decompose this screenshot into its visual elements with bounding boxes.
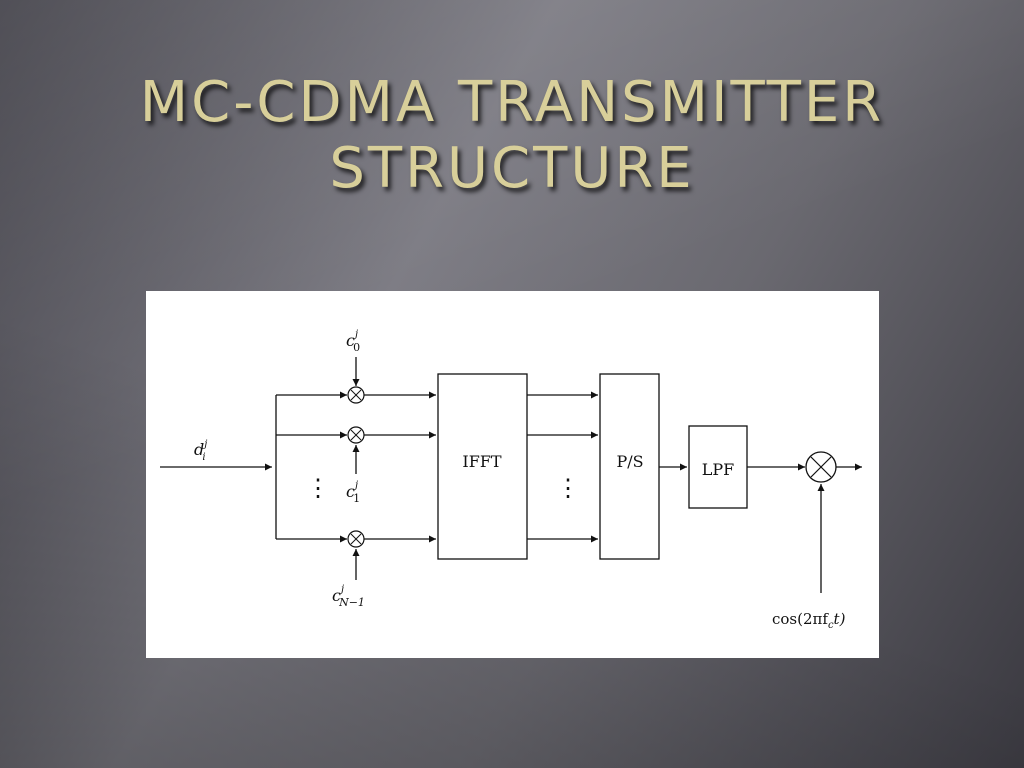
multiplier-top <box>347 386 365 404</box>
ps-block <box>599 373 660 560</box>
multiplier-mid <box>347 426 365 444</box>
mixer <box>805 451 837 483</box>
slide-title: MC-CDMA TRANSMITTER STRUCTURE <box>0 70 1024 202</box>
ifft-label: IFFT <box>462 452 502 471</box>
title-line-2: STRUCTURE <box>329 136 695 201</box>
lpf-block <box>688 425 748 509</box>
carrier-label: cos(2πfct) <box>772 610 846 631</box>
ellipsis-right: ⋮ <box>556 474 580 502</box>
lpf-label: LPF <box>702 460 735 479</box>
multiplier-bot <box>347 530 365 548</box>
ps-label: P/S <box>616 452 643 471</box>
ellipsis-left: ⋮ <box>306 474 330 502</box>
ifft-block <box>437 373 528 560</box>
title-line-1: MC-CDMA TRANSMITTER <box>139 70 885 135</box>
